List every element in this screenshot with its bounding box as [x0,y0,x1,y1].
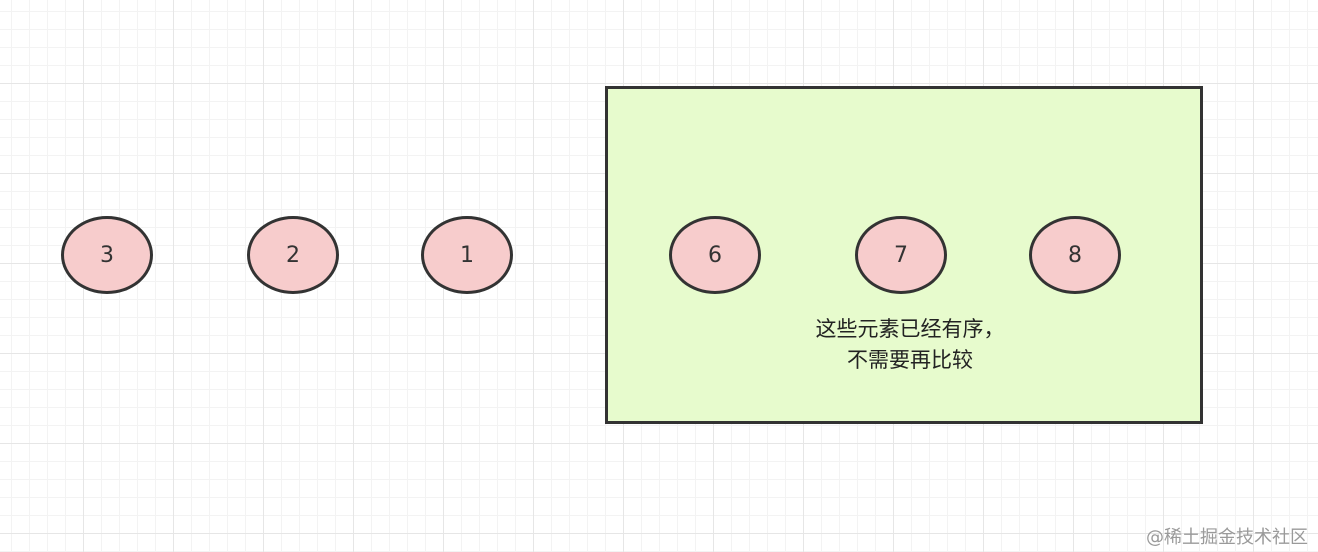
node-value: 3 [100,242,114,268]
sorted-note: 这些元素已经有序， 不需要再比较 [760,314,1060,376]
node-sorted-1: 6 [669,216,761,294]
node-value: 1 [460,242,474,268]
node-value: 6 [708,242,722,268]
watermark: @稀土掘金技术社区 [1146,527,1308,548]
node-value: 8 [1068,242,1082,268]
node-unsorted-2: 2 [247,216,339,294]
note-line-2: 不需要再比较 [847,348,973,372]
node-sorted-3: 8 [1029,216,1121,294]
node-unsorted-1: 3 [61,216,153,294]
note-line-1: 这些元素已经有序， [815,317,1005,341]
node-value: 2 [286,242,300,268]
node-unsorted-3: 1 [421,216,513,294]
node-value: 7 [894,242,908,268]
node-sorted-2: 7 [855,216,947,294]
